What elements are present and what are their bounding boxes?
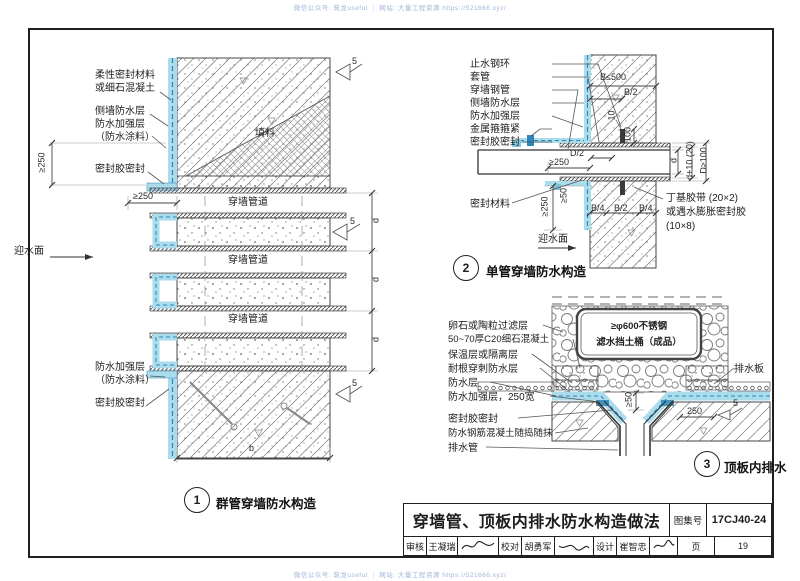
label-steel-pipe: 穿墙钢管 [470, 85, 510, 96]
diagram1-wall-section [146, 57, 347, 460]
title-block-row1: 穿墙管、顶板内排水防水构造做法 图集号 17CJ40-24 [404, 504, 771, 537]
label-wp-reinforce-b: 防水加强层 [95, 362, 145, 373]
label-sealant-3: 密封胶密封 [448, 414, 498, 425]
check-name: 胡勇军 [522, 537, 555, 555]
review-signature [458, 537, 499, 555]
label-drain-board: 排水板 [734, 364, 764, 375]
title-block-row2: 审核 王凝瑞 校对 胡勇军 设计 崔智忠 页 19 [404, 537, 771, 555]
label-bucket-line1: ≥φ600不锈钢 [610, 321, 668, 332]
title-block: 穿墙管、顶板内排水防水构造做法 图集号 17CJ40-24 审核 王凝瑞 校对 … [403, 503, 772, 556]
atlas-number-label: 图集号 [670, 504, 707, 536]
dim-pipe-d: d [668, 158, 679, 164]
label-wp-reinforce-3: 防水加强层，250宽 [448, 392, 535, 403]
label-pipe-2: 穿墙管道 [228, 255, 268, 266]
dim-b: b [249, 443, 255, 453]
label-metal-clamp: 金属箍箍紧 [470, 124, 520, 135]
signature-scribble-1 [461, 541, 495, 550]
label-pipe-1: 穿墙管道 [228, 197, 268, 208]
dim-d-3: d [370, 337, 381, 343]
page-number: 19 [737, 541, 748, 551]
signature-scribble-3 [653, 539, 675, 549]
diagram1-number: 1 [184, 487, 210, 513]
diagram2-dimensions [511, 63, 710, 251]
label-wp-reinforce-2: 防水加强层 [470, 111, 520, 122]
label-insulation-layer: 保温层或隔离层 [448, 350, 518, 361]
detail-flag-2: 5 [350, 216, 356, 226]
page-border [28, 28, 774, 558]
label-water-face-1: 迎水面 [14, 246, 44, 257]
sheet-title: 穿墙管、顶板内排水防水构造做法 [404, 504, 670, 536]
dim-d-half: D/2 [570, 148, 585, 158]
dim-h250-2: ≥250 [549, 157, 569, 167]
label-concrete-layer: 50~70厚C20细石混凝土 [448, 334, 550, 345]
label-sleeve: 套管 [470, 72, 490, 83]
review-name: 王凝瑞 [427, 537, 458, 555]
label-bucket-line2: 滤水挡土桶（成品） [596, 337, 682, 348]
label-flexible-seal-1: 柔性密封材料 [95, 70, 155, 81]
diagram1-dimensions [48, 63, 378, 463]
dim-b4-right: B/4 [639, 203, 653, 213]
diagram3-roof-drain [477, 296, 771, 456]
label-seal-material: 密封材料 [470, 199, 510, 210]
label-sealant-top: 密封胶密封 [95, 164, 145, 175]
label-wp-layer: 防水层 [448, 378, 478, 389]
label-wp-reinforce-a: 防水加强层 [95, 119, 145, 130]
check-signature [555, 537, 594, 555]
label-sealant-bottom: 密封胶密封 [95, 398, 145, 409]
label-side-wall-wp-2: 侧墙防水层 [470, 98, 520, 109]
label-sealant-2: 密封胶密封 [470, 137, 520, 148]
atlas-number: 17CJ40-24 [711, 514, 767, 526]
signature-scribble-2 [558, 544, 590, 551]
diagram3-dimensions [485, 324, 743, 451]
label-butyl-2: 或遇水膨胀密封胶 [666, 207, 746, 218]
dim-250: 250 [687, 406, 703, 416]
design-name: 崔智忠 [617, 537, 650, 555]
label-side-wall-wp: 侧墙防水层 [95, 106, 145, 117]
dim-b500: B≤500 [600, 72, 626, 82]
detail-flag-4: 5 [733, 398, 739, 408]
design-signature [650, 537, 678, 555]
dim-10: 10 [606, 110, 617, 121]
detail-flag-1: 5 [352, 56, 358, 66]
label-wp-coating-a: （防水涂料） [95, 132, 155, 143]
check-label: 校对 [499, 537, 522, 555]
diagram3-number: 3 [694, 451, 720, 477]
dim-d-1: d [370, 218, 381, 224]
design-label: 设计 [594, 537, 617, 555]
label-rc-slab: 防水钢筋混凝土随捣随抹 [448, 428, 553, 439]
dim-h250-1: ≥250 [133, 191, 153, 201]
dim-v250-2: ≥250 [539, 196, 550, 217]
label-butyl-3: (10×8) [666, 221, 696, 232]
diagram1-caption: 群管穿墙防水构造 [216, 497, 317, 511]
diagram2-number: 2 [453, 255, 479, 281]
label-pipe-3: 穿墙管道 [228, 314, 268, 325]
dim-v50-2: ≥50 [558, 188, 569, 203]
label-flexible-seal-2: 或细石混凝土 [95, 83, 155, 94]
label-water-face-2: 迎水面 [538, 234, 568, 245]
page-label: 页 [678, 537, 715, 555]
label-fill: 填料 [255, 128, 275, 139]
label-water-stop-ring: 止水钢环 [470, 59, 510, 70]
dim-b4-left: B/4 [591, 203, 605, 213]
review-label: 审核 [404, 537, 427, 555]
watermark-bottom: 微信公众号: 筑龙useful ｜ 网站: 大量工程资源 https://521… [293, 572, 507, 579]
label-butyl-1: 丁基胶带 (20×2) [666, 193, 738, 204]
dim-pipe-d10: d+10 (20) [684, 141, 695, 180]
dim-v50-3: ≥50 [623, 392, 634, 407]
diagram3-caption: 顶板内排水 [724, 461, 787, 475]
label-root-wp-layer: 耐根穿刺防水层 [448, 364, 518, 375]
dim-v250-1: ≥250 [36, 152, 47, 173]
dim-b2-mid: B/2 [614, 203, 628, 213]
dim-100: 100 [622, 126, 633, 143]
detail-flag-3: 5 [352, 378, 358, 388]
dim-b2-top: B/2 [624, 87, 638, 97]
label-pebble-layer: 卵石或陶粒过滤层 [448, 321, 528, 332]
dim-pipe-D: D≥100 [698, 147, 709, 174]
label-wp-coating-b: （防水涂料） [95, 375, 155, 386]
dim-d-2: d [370, 277, 381, 283]
label-drain-pipe: 排水管 [448, 443, 478, 454]
watermark-top: 微信公众号: 筑龙useful ｜ 网站: 大量工程资源 https://521… [293, 5, 507, 12]
diagram2-caption: 单管穿墙防水构造 [486, 265, 587, 279]
